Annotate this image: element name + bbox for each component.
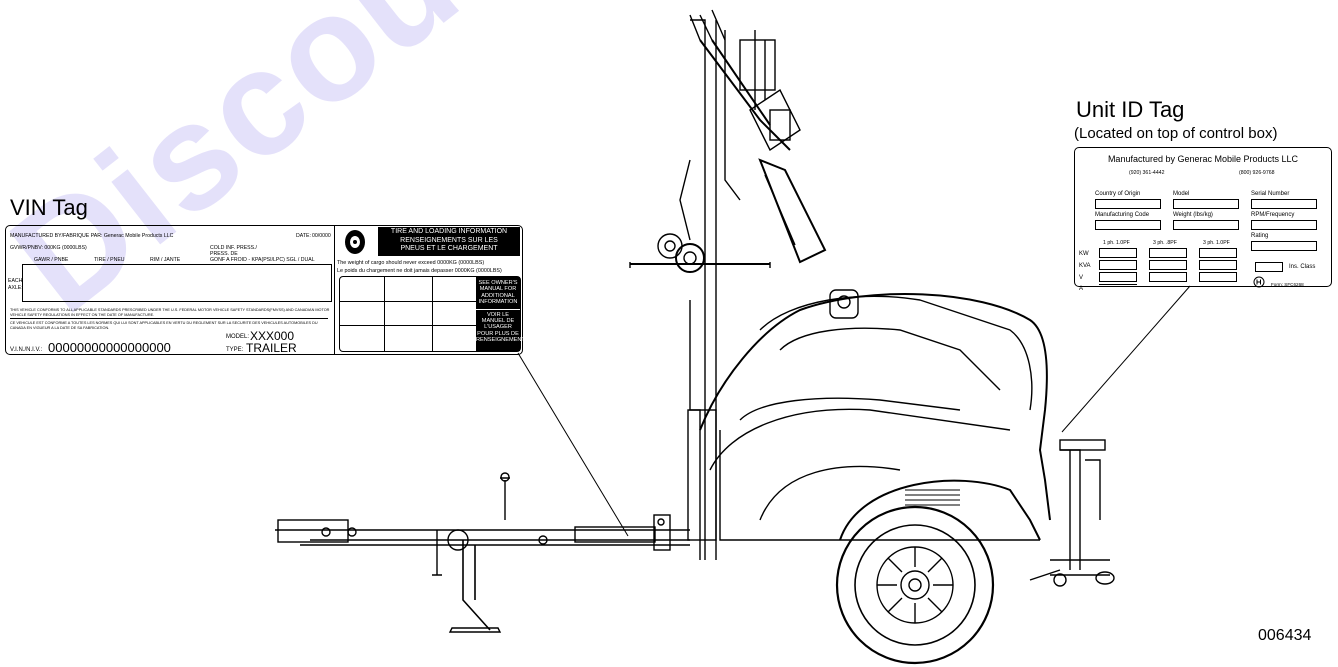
- unit-serial-field: [1251, 199, 1317, 209]
- unit-ins-class-field: [1255, 262, 1283, 272]
- manual-note-cell: SEE OWNER'S MANUAL FOR ADDITIONAL INFORM…: [476, 277, 529, 351]
- tire-title-3: PNEUS ET LE CHARGEMENT: [400, 245, 498, 252]
- vin-tag-title: VIN Tag: [10, 195, 88, 220]
- unit-country-label: Country of Origin: [1095, 191, 1141, 197]
- unit-serial-label: Serial Number: [1251, 191, 1290, 197]
- unit-col-3ph-1: 3 ph. 1.0PF: [1203, 240, 1230, 246]
- unit-rating-field: [1251, 241, 1317, 251]
- cargo-limit-en: The weight of cargo should never exceed …: [337, 260, 485, 266]
- tire-title-2: RENSEIGNEMENTS SUR LES: [400, 236, 498, 244]
- unit-rpm-field: [1251, 220, 1317, 230]
- unit-rpm-label: RPM/Frequency: [1251, 212, 1295, 218]
- vin-type-label: TYPE:: [226, 347, 244, 353]
- vin-col-gawr: GAWR / PNBE: [34, 257, 69, 263]
- vin-vin-label: V.I.N./N.I.V.:: [10, 347, 43, 353]
- tire-loading-header: TIRE AND LOADING INFORMATION RENSEIGNEME…: [378, 227, 520, 256]
- unit-mfg-code-field: [1095, 220, 1161, 230]
- vin-conform-en: THIS VEHICLE CONFORMS TO ALL APPLICABLE …: [10, 308, 330, 317]
- unit-model-field: [1173, 199, 1239, 209]
- vin-col-rim: RIM / JANTE: [150, 257, 181, 263]
- unit-weight-field: [1173, 220, 1239, 230]
- unit-col-3ph-8: 3 ph. .8PF: [1153, 240, 1177, 246]
- vin-axle-box: [22, 264, 332, 302]
- vin-gvwr: GVWR/PNBV: 000KG (0000LBS): [10, 245, 87, 251]
- unit-id-tag-subtitle: (Located on top of control box): [1074, 125, 1278, 142]
- unit-row-v: V: [1079, 275, 1084, 281]
- vin-date-value: 00/0000: [312, 233, 331, 239]
- unit-ins-class-label: Ins. Class: [1289, 264, 1316, 270]
- unit-manufacturer: Manufactured by Generac Mobile Products …: [1107, 154, 1299, 164]
- cargo-limit-fr: Le poids du chargement ne doit jamais de…: [337, 268, 502, 274]
- tire-icon: [345, 230, 365, 254]
- unit-country-field: [1095, 199, 1161, 209]
- vin-conform-fr: CE VEHICULE EST CONFORME A TOUTES LES NO…: [10, 321, 318, 330]
- unit-phone-2: (800) 926-9768: [1239, 170, 1275, 176]
- unit-row-kw: KW: [1079, 251, 1089, 257]
- vin-model-label: MODEL:: [226, 334, 250, 340]
- tire-title-1: TIRE AND LOADING INFORMATION: [390, 228, 508, 235]
- certification-mark-icon: [1253, 276, 1265, 288]
- unit-mfg-code-label: Manufacturing Code: [1095, 212, 1150, 218]
- unit-id-tag-label: Manufactured by Generac Mobile Products …: [1074, 147, 1332, 292]
- vin-manufactured-by: MANUFACTURED BY/FABRIQUE PAR: Generac Mo…: [10, 233, 174, 239]
- unit-row-a: A: [1079, 286, 1084, 292]
- see-owners-manual: SEE OWNER'S MANUAL FOR ADDITIONAL INFORM…: [478, 280, 518, 306]
- vin-cold-inf: COLD INF. PRESS./: [210, 245, 257, 251]
- vin-press-de: PRESS. DE: [210, 251, 238, 257]
- vin-type-value: TRAILER: [246, 341, 297, 355]
- unit-id-tag-title: Unit ID Tag: [1076, 97, 1185, 122]
- tire-pressure-table: SEE OWNER'S MANUAL FOR ADDITIONAL INFORM…: [339, 276, 529, 352]
- vin-date-label: DATE:: [296, 233, 311, 239]
- vin-vertical-divider: [334, 226, 335, 354]
- voir-manuel: VOIR LE MANUEL DE L'USAGER POUR PLUS DE …: [476, 311, 529, 344]
- vin-model-value: XXX000: [250, 329, 295, 343]
- unit-row-kva: KVA: [1079, 263, 1091, 269]
- vin-each-axle: EACH AXLE:: [8, 278, 23, 291]
- vin-tag-label: MANUFACTURED BY/FABRIQUE PAR: Generac Mo…: [5, 225, 529, 355]
- unit-col-1ph: 1 ph. 1.0PF: [1103, 240, 1130, 246]
- unit-model-label: Model: [1173, 191, 1190, 197]
- unit-form-number: Form: SFC6268: [1271, 282, 1304, 287]
- unit-weight-label: Weight (lbs/kg): [1173, 212, 1213, 218]
- unit-phone-1: (920) 361-4442: [1129, 170, 1165, 176]
- vin-gonf: GONF A FROID - KPA(PSI/LPC) SGL / DUAL: [210, 257, 315, 263]
- vin-col-tire: TIRE / PNEU: [94, 257, 125, 263]
- figure-id: 006434: [1258, 627, 1312, 644]
- unit-rating-label: Rating: [1251, 233, 1269, 239]
- tire-grid: [340, 277, 476, 351]
- vin-vin-value: 00000000000000000: [48, 340, 171, 355]
- vin-divider: [10, 318, 328, 319]
